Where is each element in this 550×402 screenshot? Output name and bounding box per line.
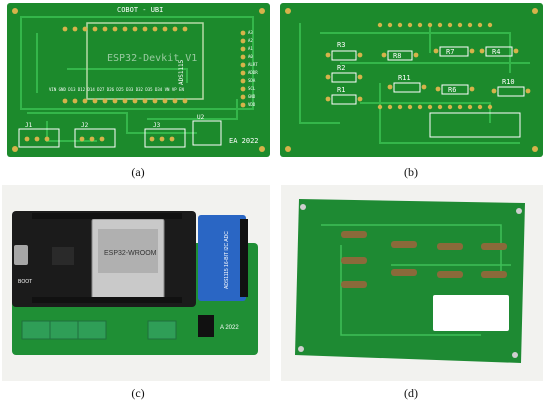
pcb-top-render: COBOT - UBI ESP32-Devkit V1 ADS1115 VIN … [7, 3, 270, 157]
esp-module-label: ESP32-WROOM [104, 250, 157, 257]
side-label-scl: SCL [248, 86, 256, 91]
side-label-addr: ADDR [248, 70, 258, 75]
connector-j3-silk: J3 [153, 122, 161, 129]
photo-assembled-top: ESP32-WROOM BOOT ADS1115 16-BIT I2C ADC … [2, 185, 270, 381]
caption-a: (a) [131, 165, 145, 179]
resistor-r8-silk: R8 [393, 52, 401, 60]
side-label-a1: A1 [248, 46, 253, 51]
resistor-r7-silk: R7 [446, 48, 454, 56]
pcb-bottom-render: R3 R2 R1 R8 R7 R4 R11 R6 R10 [280, 3, 543, 157]
resistor-r3-silk: R3 [337, 41, 345, 49]
side-label-vdd: VDD [248, 102, 256, 107]
adc-module-label: ADS1115 16-BIT I2C ADC [224, 231, 230, 289]
side-label-gnd: GND [248, 94, 256, 99]
side-label-sda: SDA [248, 78, 256, 83]
resistor-r4-silk: R4 [492, 48, 500, 56]
caption-d: (d) [404, 386, 418, 400]
ic-label-silk: U2 [197, 114, 205, 121]
module-label-mirror-silk: ADS1115 [178, 59, 185, 85]
board-title-silk: COBOT - UBI [117, 6, 163, 14]
resistor-r11-silk: R11 [398, 74, 411, 82]
module-label-silk: ESP32-Devkit V1 [107, 53, 197, 64]
boot-label: BOOT [18, 279, 32, 285]
caption-c: (c) [131, 386, 145, 400]
side-label-a0: A0 [248, 54, 253, 59]
panel-c-assembled-top: ESP32-WROOM BOOT ADS1115 16-BIT I2C ADC … [2, 185, 270, 381]
side-label-a3: A3 [248, 30, 253, 35]
panel-d-assembled-bottom [281, 185, 543, 381]
resistor-r2-silk: R2 [337, 64, 345, 72]
footer-silk: EA 2022 [229, 137, 259, 145]
photo-assembled-bottom [281, 185, 543, 381]
footer-silk-photo: A 2022 [220, 325, 239, 331]
side-label-a2: A2 [248, 38, 253, 43]
resistor-r6-silk: R6 [448, 86, 456, 94]
pinrow-label-silk: VIN GND D13 D12 D14 D27 D26 D25 D33 D32 … [49, 87, 184, 92]
panel-b-bottom-layout: R3 R2 R1 R8 R7 R4 R11 R6 R10 [280, 3, 543, 157]
panel-a-top-layout: COBOT - UBI ESP32-Devkit V1 ADS1115 VIN … [7, 3, 270, 157]
connector-j2-silk: J2 [81, 122, 89, 129]
side-label-alrt: ALRT [248, 62, 258, 67]
resistor-r1-silk: R1 [337, 86, 345, 94]
caption-b: (b) [404, 165, 418, 179]
connector-j1-silk: J1 [25, 122, 33, 129]
resistor-r10-silk: R10 [502, 78, 515, 86]
